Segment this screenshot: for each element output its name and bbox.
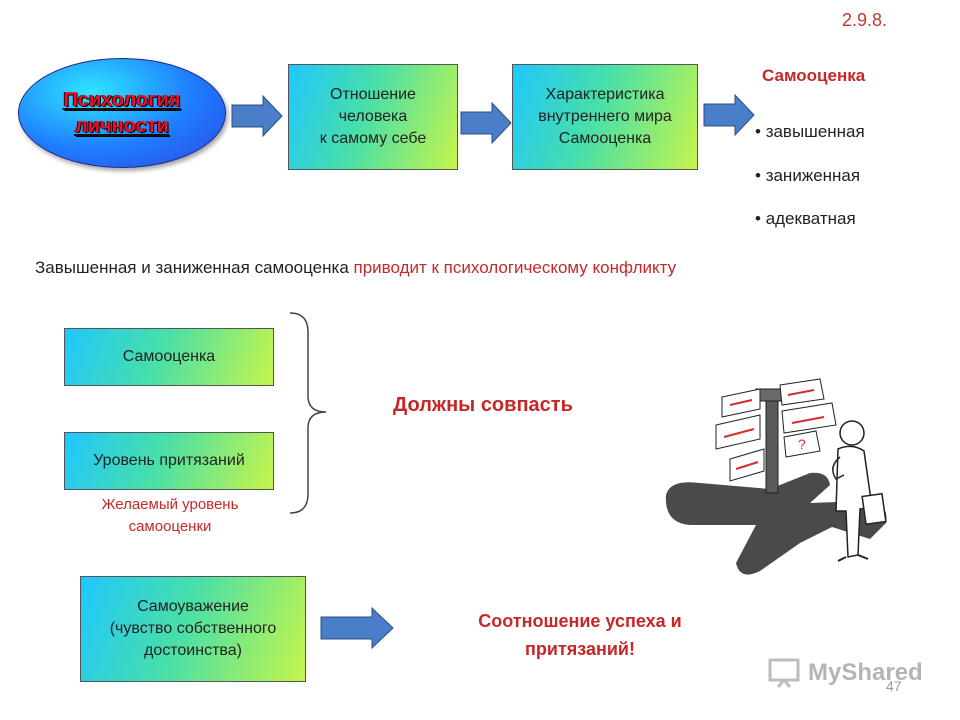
arrow-right-icon — [703, 94, 755, 136]
success-ratio-label: Соотношение успеха и притязаний! — [440, 607, 720, 663]
curly-brace-icon — [289, 312, 327, 514]
conflict-red: приводит к психологическому конфликту — [353, 258, 677, 277]
desired-level-note: Желаемый уровень самооценки — [80, 494, 260, 538]
signpost-person-illustration: ? — [665, 378, 887, 575]
self-esteem-title: Самооценка — [762, 66, 866, 85]
arrow-right-icon — [231, 95, 283, 137]
self-esteem-box: Самооценка — [64, 328, 274, 386]
list-item: • заниженная — [755, 166, 861, 185]
svg-text:?: ? — [798, 436, 806, 452]
box-line: Самооценка — [558, 130, 652, 147]
box-line: Отношение — [330, 86, 416, 103]
conflict-black: Завышенная и заниженная самооценка — [35, 258, 349, 277]
box-line: внутреннего мира — [538, 108, 672, 125]
arrow-right-icon — [460, 102, 512, 144]
box-line: Характеристика — [545, 86, 665, 103]
must-match-label: Должны совпасть — [393, 394, 573, 416]
list-item-label: адекватная — [765, 209, 856, 228]
attitude-to-self-box: Отношение человека к самому себе — [288, 64, 458, 170]
presentation-icon — [768, 658, 800, 688]
ratio-line: притязаний! — [525, 639, 635, 659]
box-line: к самому себе — [319, 130, 427, 147]
self-respect-box: Самоуважение (чувство собственного досто… — [80, 576, 306, 682]
ratio-line: Соотношение успеха и — [478, 611, 682, 631]
logo-text: MyShared — [808, 659, 923, 686]
box-line: (чувство собственного — [109, 620, 277, 637]
list-item: • адекватная — [755, 209, 856, 228]
box-line: достоинства) — [144, 642, 242, 659]
list-item: • завышенная — [755, 122, 865, 141]
arrow-right-icon — [320, 607, 394, 649]
oval-line-1: Психология — [63, 89, 181, 111]
box-line: человека — [338, 108, 408, 125]
oval-line-2: личности — [75, 115, 169, 137]
myshared-logo: MyShared — [768, 658, 923, 688]
box-label: Уровень притязаний — [93, 452, 245, 469]
list-item-label: заниженная — [765, 166, 861, 185]
page-number: 47 — [886, 678, 902, 694]
slide-number: 2.9.8. — [842, 10, 888, 30]
note-line: Желаемый уровень — [101, 496, 239, 513]
inner-world-box: Характеристика внутреннего мира Самооцен… — [512, 64, 698, 170]
box-line: Самоуважение — [137, 598, 249, 615]
personality-psychology-oval: Психология личности — [18, 58, 226, 168]
box-label: Самооценка — [122, 348, 216, 365]
note-line: самооценки — [128, 518, 212, 535]
conflict-statement: Завышенная и заниженная самооценка приво… — [35, 258, 676, 278]
aspiration-level-box: Уровень притязаний — [64, 432, 274, 490]
list-item-label: завышенная — [765, 122, 865, 141]
